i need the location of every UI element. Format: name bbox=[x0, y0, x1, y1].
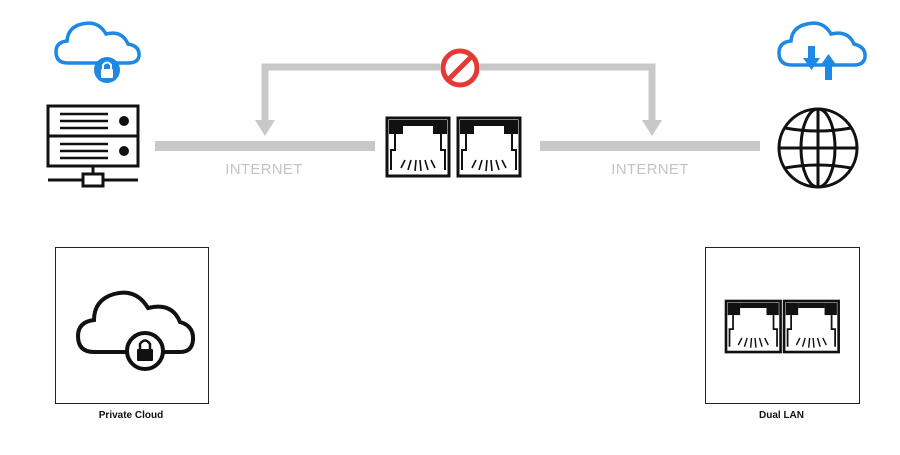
block-icon bbox=[440, 48, 480, 88]
arrow-down-right bbox=[642, 120, 662, 136]
private-cloud-panel bbox=[55, 247, 209, 404]
blocked-route bbox=[255, 63, 662, 136]
internet-label-left: INTERNET bbox=[225, 161, 303, 178]
server-icon bbox=[46, 104, 140, 188]
ethernet-port-icon bbox=[385, 116, 522, 178]
internet-label-right: INTERNET bbox=[611, 161, 689, 178]
ethernet-port-icon bbox=[724, 299, 840, 354]
cloud-lock-icon bbox=[75, 290, 196, 371]
dual-lan-caption: Dual LAN bbox=[759, 410, 804, 421]
cloud-lock-icon bbox=[54, 21, 141, 83]
arrow-down-left bbox=[255, 120, 275, 136]
private-cloud-caption: Private Cloud bbox=[98, 410, 164, 421]
globe-icon bbox=[777, 107, 859, 189]
cloud-sync-icon bbox=[777, 21, 867, 80]
dual-lan-panel bbox=[705, 247, 860, 404]
